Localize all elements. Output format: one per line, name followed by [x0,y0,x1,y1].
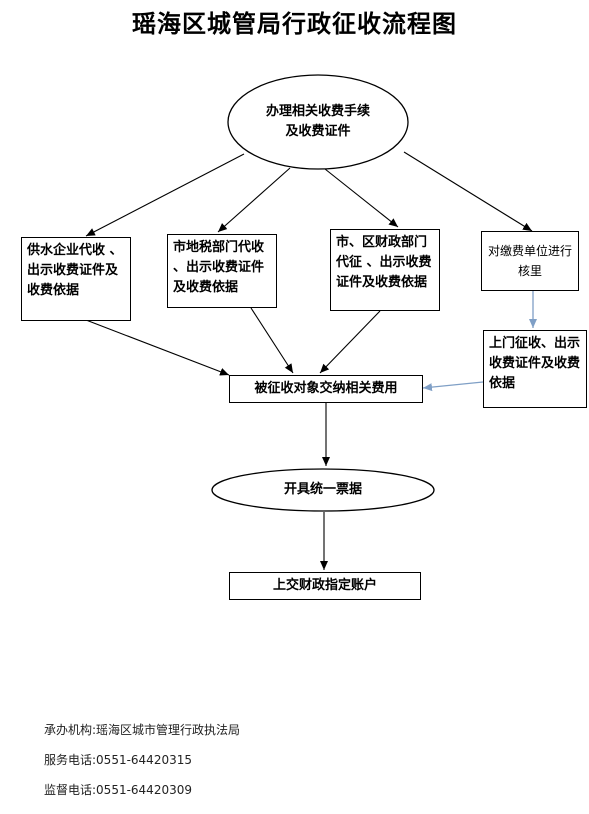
arrow-water-to-pay [85,319,230,376]
receipt-ellipse [211,468,435,512]
footer-supervise-phone: 监督电话:0551-64420309 [44,783,192,797]
start-node: 办理相关收费手续 及收费证件 [230,80,406,164]
arrow-onsite-to-pay [422,381,484,392]
city-tax-text: 市地税部门代收 、出示收费证件及收费依据 [173,240,265,295]
arrow-start-to-city-tax [217,167,291,233]
district-finance-text: 市、区财政部门代征 、出示收费证件及收费依据 [336,235,432,290]
submit-text: 上交财政指定账户 [272,578,377,593]
water-enterprise-box: 供水企业代收 、出示收费证件及收费依据 [21,237,131,321]
pay-text: 被征收对象交纳相关费用 [254,381,398,396]
water-enterprise-text: 供水企业代收 、出示收费证件及收费依据 [27,243,123,298]
arrow-district-finance-to-pay [319,310,381,374]
receipt-node: 开具统一票据 [212,469,434,511]
onsite-text: 上门征收、出示收费证件及收费依据 [489,336,581,391]
arrow-start-to-district-finance [324,168,399,228]
arrow-start-to-water [85,153,245,237]
start-line1: 办理相关收费手续 [265,104,370,119]
arrow-start-to-verify [403,151,533,232]
verify-box: 对缴费单位进行核里 [481,231,579,291]
verify-text: 对缴费单位进行核里 [488,244,573,278]
footer-agency: 承办机构:瑶海区城市管理行政执法局 [44,723,241,737]
onsite-box: 上门征收、出示收费证件及收费依据 [483,330,587,408]
arrow-city-tax-to-pay [250,307,294,374]
start-line2: 及收费证件 [285,124,351,139]
submit-box: 上交财政指定账户 [229,572,421,600]
page-title: 瑶海区城管局行政征收流程图 [132,9,457,38]
pay-box: 被征收对象交纳相关费用 [229,375,423,403]
receipt-text: 开具统一票据 [283,482,362,497]
district-finance-box: 市、区财政部门代征 、出示收费证件及收费依据 [330,229,440,311]
footer-service-phone: 服务电话:0551-64420315 [44,753,192,767]
city-tax-box: 市地税部门代收 、出示收费证件及收费依据 [167,234,277,308]
start-ellipse [227,74,409,170]
